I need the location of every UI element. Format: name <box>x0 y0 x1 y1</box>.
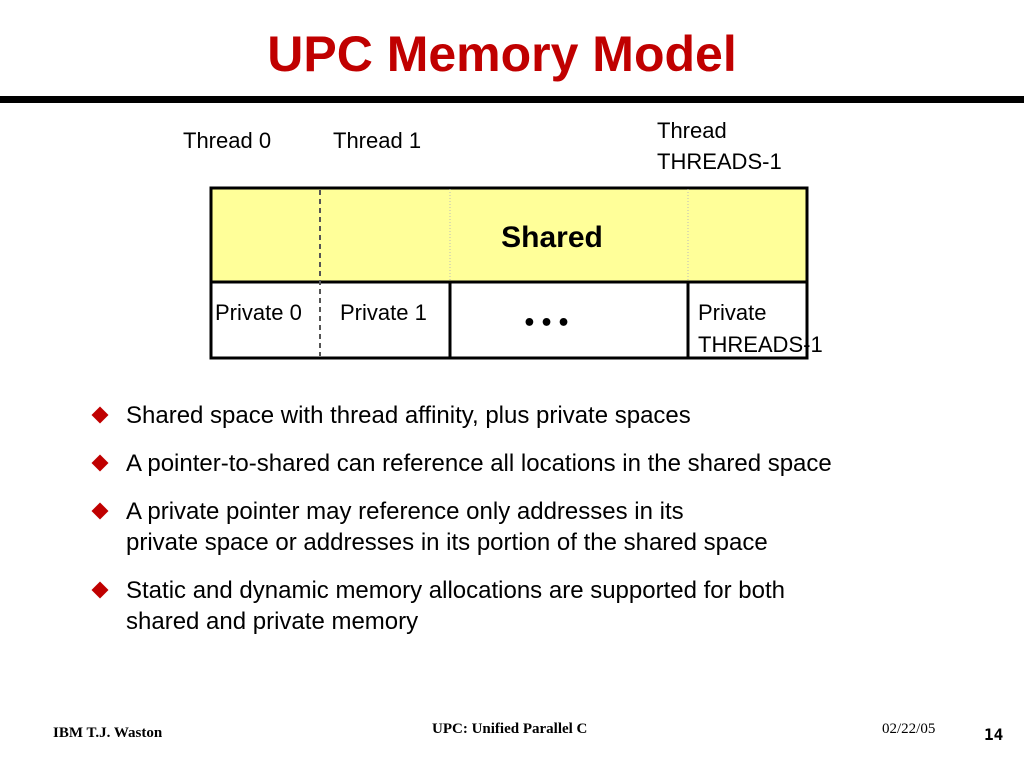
diamond-bullet-icon <box>91 502 109 520</box>
private-1-label: Private 1 <box>340 300 427 325</box>
footer-title: UPC: Unified Parallel C <box>432 721 588 737</box>
diamond-bullet-icon <box>91 406 109 424</box>
bullet-text: Static and dynamic memory allocations ar… <box>126 577 786 604</box>
bullet-item: Static and dynamic memory allocations ar… <box>86 575 986 637</box>
thread-1-label: Thread 1 <box>333 128 422 153</box>
footer-date: 02/22/05 <box>882 721 936 737</box>
diamond-bullet-icon <box>91 454 109 472</box>
title-divider <box>0 96 1024 103</box>
bullet-item: A private pointer may reference only add… <box>86 496 986 558</box>
slide-title: UPC Memory Model <box>267 26 737 82</box>
thread-0-label: Thread 0 <box>183 128 272 153</box>
ellipsis-label: ••• <box>522 311 573 336</box>
bullet-text: private space or addresses in its portio… <box>126 529 768 556</box>
bullet-text: A private pointer may reference only add… <box>126 498 684 525</box>
bullet-text: Shared space with thread affinity, plus … <box>126 402 691 429</box>
bullet-item: A pointer-to-shared can reference all lo… <box>86 448 986 479</box>
thread-last-label-line2: THREADS-1 <box>657 149 782 174</box>
bullet-item: Shared space with thread affinity, plus … <box>86 400 986 431</box>
private-region-frame <box>209 280 809 360</box>
footer-organization: IBM T.J. Waston <box>53 725 163 741</box>
bullet-list: Shared space with thread affinity, plus … <box>86 400 986 654</box>
shared-region <box>209 186 809 284</box>
bullet-text: shared and private memory <box>126 608 419 635</box>
diamond-bullet-icon <box>91 581 109 599</box>
shared-label: Shared <box>501 221 603 254</box>
private-last-label-line1: Private <box>698 300 766 325</box>
bullet-text: A pointer-to-shared can reference all lo… <box>126 450 832 477</box>
thread-last-label-line1: Thread <box>657 118 727 143</box>
page-number: 14 <box>984 725 1004 744</box>
private-last-label-line2: THREADS-1 <box>698 332 823 357</box>
private-0-label: Private 0 <box>215 300 302 325</box>
